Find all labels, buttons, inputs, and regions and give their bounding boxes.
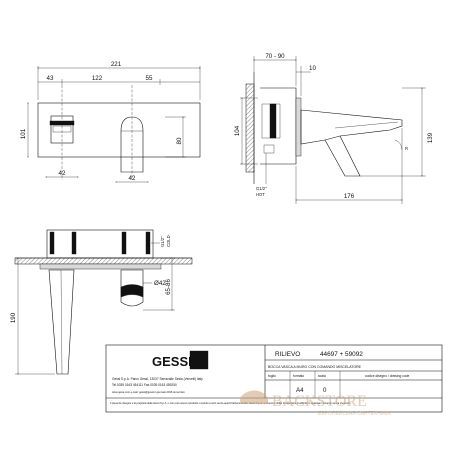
company-web: www.gessi.com e-mail: gessi@gessi.it gen… <box>112 390 185 394</box>
handle-top-view <box>120 269 144 307</box>
thread-sub-hot: HOT <box>256 192 265 197</box>
scale-value: 0 <box>323 387 327 394</box>
spout-top-center <box>60 269 63 375</box>
bottom-body-outline <box>46 229 154 259</box>
dim-overall-width: 221 <box>111 61 122 68</box>
spout-water-outlet <box>324 135 361 177</box>
bottom-plate <box>39 263 162 270</box>
watermark-tagline: ЕВРОПЕЙСКАЯ САНТЕХНИКА <box>318 409 391 417</box>
bottom-valve-mid <box>71 231 77 255</box>
watermark: BACKSTORE ЕВРОПЕЙСКАЯ САНТЕХНИКА <box>240 390 391 417</box>
company-phone: Tel.0039 0163 454111 Fax.0039 0163 45925… <box>112 383 177 387</box>
dim-190: 190 <box>10 312 17 323</box>
side-valve-core <box>269 103 277 139</box>
handle-lever-top <box>120 284 144 298</box>
header-sheet: foglio <box>268 374 276 378</box>
dim-diameter: Ø42 <box>154 280 166 287</box>
side-body-outline <box>260 87 297 165</box>
gessi-logo: GESSI <box>152 354 192 369</box>
dim-height-left: 101 <box>20 128 27 139</box>
company-address: Gessi S.p.A. Parco Gessi, 13037 Serraval… <box>112 377 203 381</box>
thread-label-hot: G1/2" <box>256 186 267 191</box>
wall-plate-outline <box>37 102 201 158</box>
watermark-brand: BACKSTORE <box>272 393 367 410</box>
title-block: GESSI Gessi S.p.A. Parco Gessi, 13037 Se… <box>105 344 443 413</box>
header-format: formato <box>293 374 304 378</box>
title-block-frame <box>105 344 443 413</box>
disclaimer: Il presente disegno è di proprietà della… <box>110 402 352 405</box>
wall-section-bottom <box>14 257 193 265</box>
bottom-valve-left <box>49 231 55 255</box>
bottom-view: G1/2" COLD Ø42 65-86 190 <box>10 229 193 375</box>
dim-bottom-left: 42 <box>59 170 66 177</box>
side-view: R 70 - 90 10 104 139 176 G1/2" HOT <box>234 53 434 204</box>
dim-left: 43 <box>47 75 54 82</box>
header-code: codice disegno / drawing code <box>365 374 410 378</box>
product-description: BOCCA VASCA A MURO CON COMANDO MISCELATO… <box>268 365 362 369</box>
spout-detail <box>334 121 399 129</box>
bottom-valve-right2 <box>145 231 151 255</box>
product-codes: 44697 + 59092 <box>320 351 363 358</box>
side-connector <box>263 144 275 154</box>
dim-right: 55 <box>146 75 153 82</box>
watermark-bath-icon <box>240 390 268 404</box>
mixer-handle-body <box>50 115 74 144</box>
thread-label-cold: G1/2" <box>160 236 165 247</box>
front-view: 221 43 122 55 101 80 42 42 <box>20 61 201 183</box>
gessi-logo-square <box>189 350 209 370</box>
wall-section <box>245 83 255 173</box>
dim-center: 122 <box>92 75 103 82</box>
product-name: RILIEVO <box>275 351 300 358</box>
dim-range: 65-86 <box>165 279 172 295</box>
spout-top-view <box>48 269 75 375</box>
angle-arc <box>394 139 403 151</box>
thread-sub-cold: COLD <box>166 235 171 247</box>
dim-height-104: 104 <box>234 125 241 136</box>
dim-height-right: 80 <box>176 137 183 144</box>
dim-top-range: 70 - 90 <box>265 53 285 60</box>
angle-label: R <box>405 146 408 151</box>
format-value: A4 <box>296 387 304 394</box>
header-scale: scala <box>318 374 326 378</box>
side-plate <box>295 97 302 157</box>
bottom-valve-right1 <box>121 231 127 255</box>
dim-top-small: 10 <box>309 65 316 72</box>
spout-side <box>300 109 403 145</box>
dim-bottom-right: 42 <box>129 175 136 182</box>
dim-height-139: 139 <box>427 132 434 143</box>
dim-depth: 176 <box>344 193 355 200</box>
